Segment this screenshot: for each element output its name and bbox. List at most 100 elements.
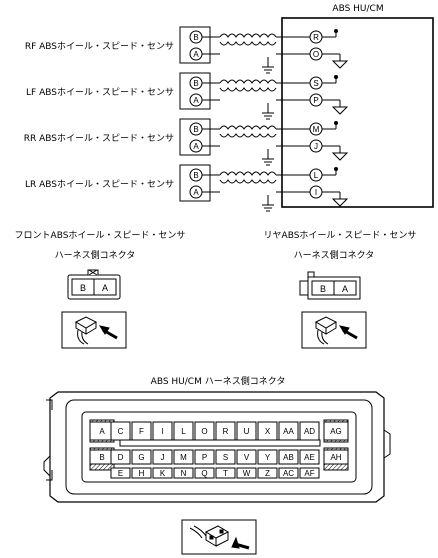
hu-pin-cell	[215, 449, 236, 465]
hu-pin-label: G	[138, 453, 144, 462]
hu-pin-label: AE	[304, 453, 315, 462]
rear-connector-title: リヤABSホイール・スピード・センサ	[264, 230, 417, 241]
front-view-box	[61, 311, 127, 349]
pin-b-label: B	[193, 33, 198, 42]
hu-pin-cell	[323, 421, 349, 441]
hu-pin-label: R	[223, 427, 229, 436]
hu-pin-label: J	[161, 453, 165, 462]
hu-pin-label: U	[244, 427, 250, 436]
hu-pin-label: F	[139, 427, 144, 436]
hu-pin-label: D	[118, 453, 124, 462]
hu-pin-cell	[194, 421, 215, 441]
hu-pin-label: P	[202, 453, 207, 462]
hu-pin-cell	[152, 449, 173, 465]
module-pin-b: R	[313, 33, 319, 42]
hu-connector-title: ABS HU/CM ハーネス側コネクタ	[151, 375, 286, 387]
pin-b-label: B	[193, 79, 198, 88]
connector-view-arrow	[74, 316, 118, 345]
hu-pin-label: B	[99, 453, 104, 462]
shield-ground	[262, 66, 274, 74]
sensor-row-0: RF ABSホイール・スピード・センサ B A R O	[25, 26, 349, 74]
hu-pin-cell	[236, 449, 257, 465]
twisted-pair	[202, 79, 310, 120]
hu-pin-label: S	[223, 453, 228, 462]
hu-pin-label: AG	[330, 427, 342, 436]
hu-pin-cell	[173, 467, 194, 479]
hu-pin-cell	[215, 467, 236, 479]
hu-pin-label: W	[243, 469, 251, 478]
hu-pin-label: Q	[201, 469, 207, 478]
sensor-connector	[179, 26, 211, 64]
ground-symbol	[322, 75, 349, 115]
hu-pin-cell	[323, 449, 349, 465]
rear-pin-a: A	[342, 284, 348, 294]
module-pin-a: J	[314, 142, 318, 151]
hu-pin-cell	[215, 421, 236, 441]
hu-pin-label: O	[201, 427, 207, 436]
rear-pin-b: B	[320, 284, 326, 294]
hu-pin-label: H	[139, 469, 145, 478]
shield-ground	[262, 204, 274, 212]
hu-pin-label: Y	[265, 453, 271, 462]
hu-pin-label: C	[118, 427, 124, 436]
sensor-label: RF ABSホイール・スピード・センサ	[25, 41, 174, 52]
pin-a-label: A	[193, 96, 199, 105]
front-connector-view: フロントABSホイール・スピード・センサ ハーネス側コネクタ B A	[15, 230, 186, 349]
hu-pin-label: AF	[304, 469, 314, 478]
sensor-label: LF ABSホイール・スピード・センサ	[26, 87, 174, 98]
ground-symbol	[322, 29, 349, 69]
hu-pin-cell	[299, 467, 320, 479]
pin-a-label: A	[193, 142, 199, 151]
hu-pin-label: E	[118, 469, 123, 478]
module-pin-a: I	[315, 188, 317, 197]
hu-pin-cell	[278, 449, 299, 465]
hu-pin-label: AD	[304, 427, 315, 436]
module-pin-a: O	[313, 50, 319, 59]
module-pin-b: S	[313, 79, 318, 88]
sensor-row-1: LF ABSホイール・スピード・センサ B A S P	[26, 72, 349, 120]
hu-pin-cell	[236, 421, 257, 441]
hu-pin-cell	[110, 421, 131, 441]
hu-pin-label: K	[160, 469, 166, 478]
hu-pin-cell	[299, 421, 320, 441]
twisted-pair	[202, 33, 310, 74]
hu-pin-cell	[257, 421, 278, 441]
hu-pin-cell	[257, 467, 278, 479]
hu-pin-cell	[173, 421, 194, 441]
hu-pin-cell	[299, 449, 320, 465]
hu-pin-cell	[152, 421, 173, 441]
hu-pin-cell	[110, 467, 131, 479]
hu-pin-label: AB	[283, 453, 294, 462]
ground-symbol	[322, 167, 349, 207]
pin-a-label: A	[193, 188, 199, 197]
hu-pin-cell	[194, 449, 215, 465]
front-pin-a: A	[102, 283, 108, 293]
sensor-connector	[179, 164, 211, 202]
sensor-label: LR ABSホイール・スピード・センサ	[25, 179, 174, 190]
hu-view-box	[181, 519, 257, 555]
hu-pin-cell	[110, 449, 131, 465]
hu-pin-cell	[173, 449, 194, 465]
shield-ground	[262, 112, 274, 120]
module-pin-a: P	[313, 96, 318, 105]
pin-a-label: A	[193, 50, 199, 59]
rear-view-box	[301, 311, 367, 349]
twisted-pair	[202, 171, 310, 212]
front-pin-b: B	[80, 283, 86, 293]
hu-pin-label: L	[181, 427, 186, 436]
front-connector-subtitle: ハーネス側コネクタ	[55, 249, 136, 261]
sensor-connector	[179, 72, 211, 110]
module-box	[281, 17, 434, 208]
hu-pin-label: AC	[283, 469, 294, 478]
hu-pin-label: AA	[283, 427, 294, 436]
module-pin-b: M	[313, 125, 320, 134]
front-connector-title: フロントABSホイール・スピード・センサ	[15, 230, 186, 241]
module-title: ABS HU/CM	[332, 4, 383, 14]
hu-pin-cell	[131, 449, 152, 465]
rear-connector-view: リヤABSホイール・スピード・センサ ハーネス側コネクタ B A	[264, 230, 417, 349]
sensor-label: RR ABSホイール・スピード・センサ	[24, 133, 174, 144]
hu-pin-cell	[194, 467, 215, 479]
